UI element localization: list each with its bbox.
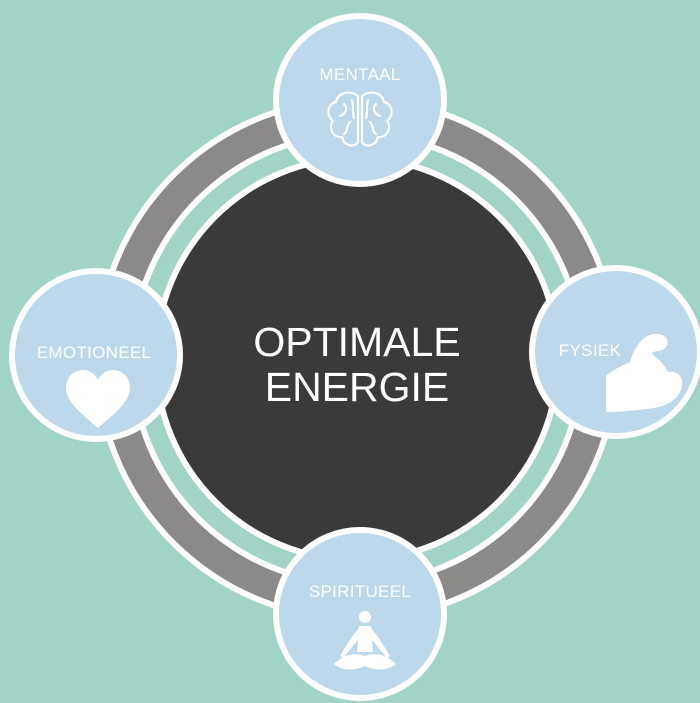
node-fysiek: FYSIEK	[529, 265, 700, 439]
node-mentaal-label: MENTAAL	[319, 65, 400, 84]
brain-icon	[327, 91, 393, 147]
flexed-arm-icon	[606, 333, 683, 412]
node-spiritueel: SPIRITUEEL	[273, 527, 447, 701]
node-spiritueel-label: SPIRITUEEL	[309, 582, 411, 601]
center-title-line2: ENERGIE	[265, 364, 450, 410]
center-title-line1: OPTIMALE	[253, 319, 460, 365]
node-fysiek-label: FYSIEK	[559, 341, 622, 360]
node-mentaal: MENTAAL	[273, 13, 447, 187]
center-circle	[159, 161, 555, 557]
node-emotioneel-label: EMOTIONEEL	[37, 343, 151, 362]
node-emotioneel: EMOTIONEEL	[9, 268, 183, 442]
meditation-icon	[334, 611, 396, 670]
heart-icon	[66, 370, 130, 428]
